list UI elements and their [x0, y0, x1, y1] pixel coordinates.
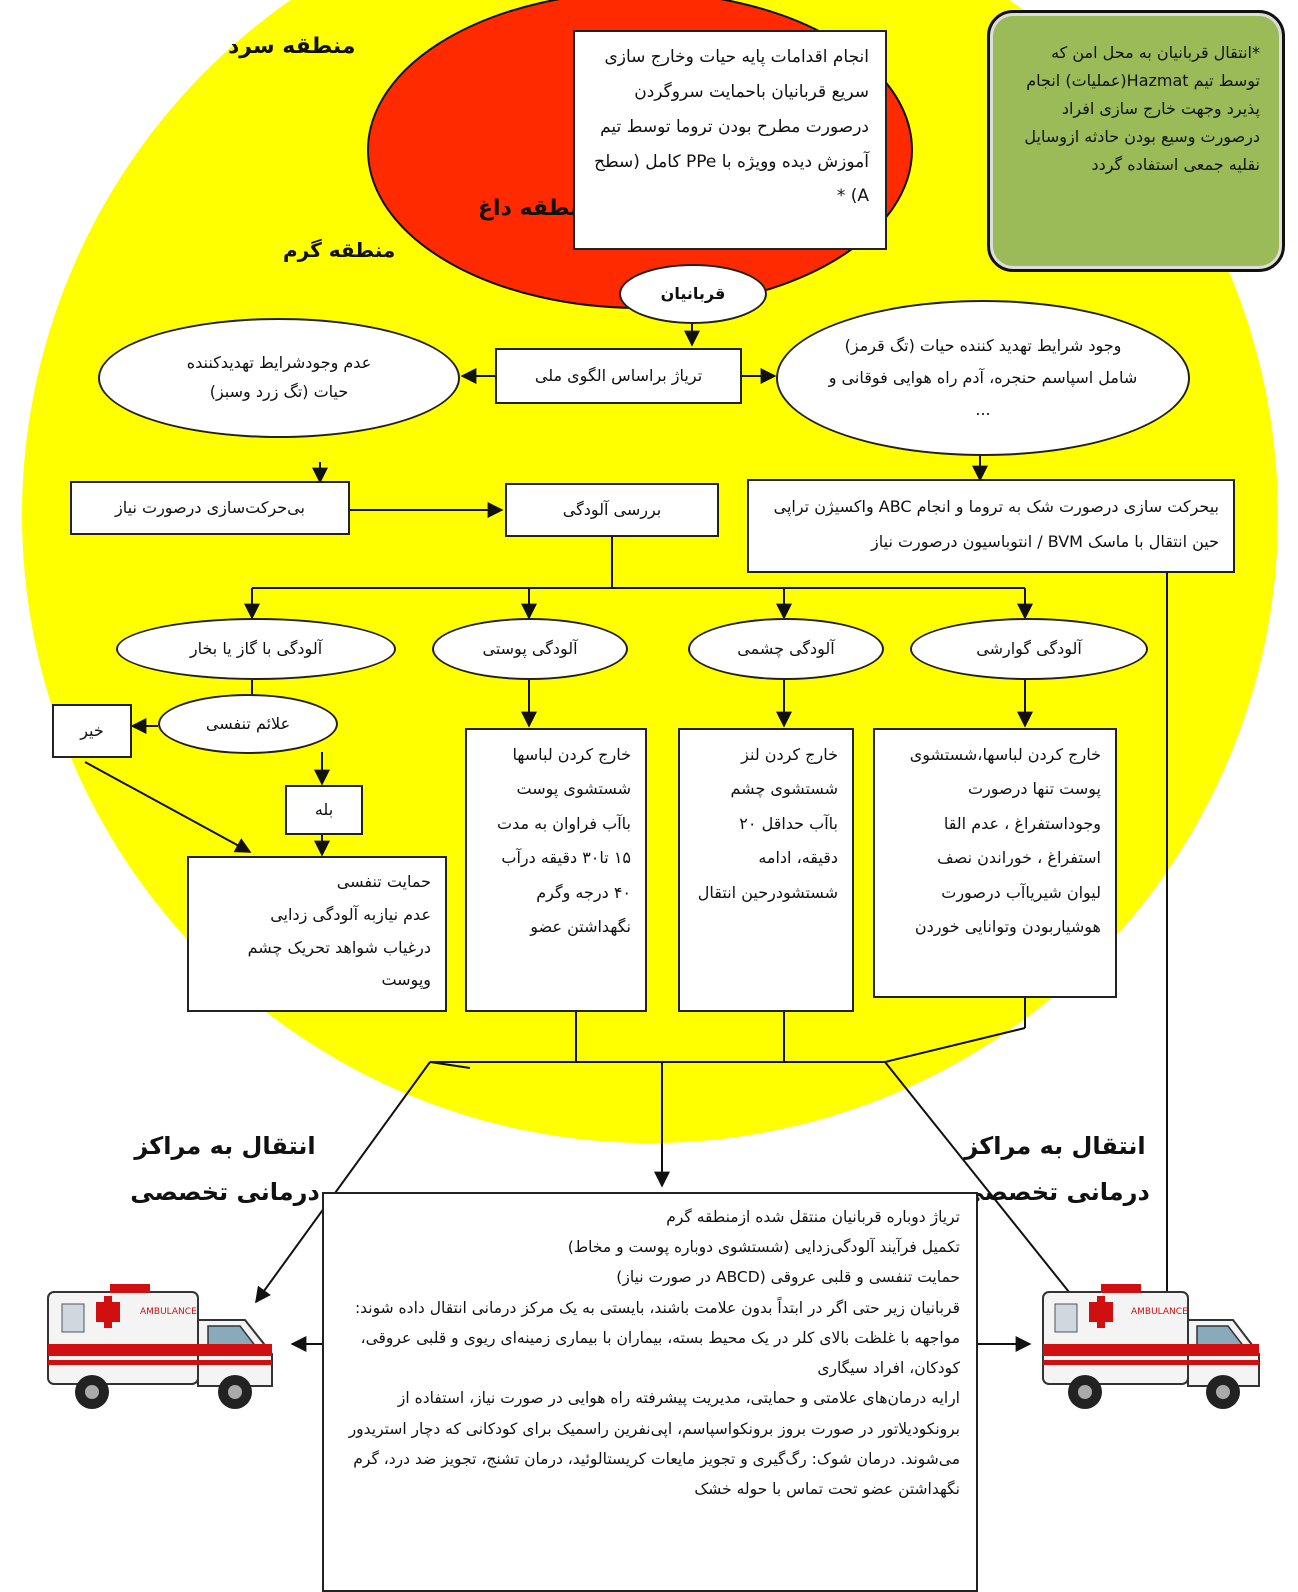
- cold-zone-line-1: تریاژ دوباره قربانیان منتقل شده ازمنطقه …: [666, 1208, 960, 1226]
- cold-zone-line-2: تکمیل فرآیند آلودگی‌زدایی (شستشوی دوباره…: [567, 1238, 960, 1257]
- hot-zone-action-box: انجام اقدامات پایه حیات وخارج سازی سریع …: [573, 30, 887, 250]
- ambulance-right-text: AMBULANCE: [1131, 1307, 1188, 1317]
- triage-box: تریاژ براساس الگوی ملی: [495, 348, 742, 404]
- warm-zone-label: منطقه گرم: [283, 238, 396, 262]
- victims-node: قربانیان: [619, 264, 767, 324]
- no-threat-node: عدم وجودشرایط تهدیدکننده حیات (تگ زرد وس…: [98, 318, 460, 438]
- gi-contamination-node: آلودگی گوارشی: [910, 618, 1148, 680]
- cold-zone-line-5: ارایه درمان‌های علامتی و حمایتی، مدیریت …: [348, 1389, 960, 1498]
- threat-node: وجود شرایط تهدید کننده حیات (تگ قرمز) شا…: [776, 300, 1190, 456]
- gas-contamination-node: آلودگی با گاز یا بخار: [116, 618, 396, 680]
- cold-zone-line-3: حمایت تنفسی و قلبی عروقی (ABCD در صورت ن…: [616, 1268, 960, 1287]
- transfer-left-label: انتقال به مراکز درمانی تخصصی: [130, 1132, 320, 1206]
- check-contamination-box: بررسی آلودگی: [505, 483, 719, 537]
- hazmat-note: *انتقال قربانیان به محل امن که توسط تیم …: [987, 10, 1285, 272]
- ambulance-left-text: AMBULANCE: [140, 1307, 197, 1317]
- skin-contamination-node: آلودگی پوستی: [432, 618, 628, 680]
- immobilize-box: بی‌حرکت‌سازی درصورت نیاز: [70, 481, 350, 535]
- cold-zone-box: تریاژ دوباره قربانیان منتقل شده ازمنطقه …: [322, 1192, 978, 1592]
- cold-zone-label: منطقه سرد: [228, 34, 356, 59]
- transfer-right-label: انتقال به مراکز درمانی تخصصی: [960, 1132, 1150, 1206]
- ambulance-right-icon: AMBULANCE: [1042, 1284, 1260, 1409]
- resp-signs-node: علائم تنفسی: [158, 694, 338, 754]
- yes-box: بله: [285, 785, 363, 835]
- no-box: خیر: [52, 704, 132, 758]
- eye-action-box: خارج کردن لنز شستشوی چشم باآب حداقل ۲۰ د…: [678, 728, 854, 1012]
- ambulance-left-icon: AMBULANCE: [47, 1284, 273, 1409]
- eye-contamination-node: آلودگی چشمی: [688, 618, 884, 680]
- red-tag-action-box: بیحرکت سازی درصورت شک به تروما و انجام A…: [747, 479, 1235, 573]
- gi-action-box: خارج کردن لباسها،شستشوی پوست تنها درصورت…: [873, 728, 1117, 998]
- skin-action-box: خارج کردن لباسها شستشوی پوست باآب فراوان…: [465, 728, 647, 1012]
- resp-support-box: حمایت تنفسی عدم نیازبه آلودگی زدایی درغی…: [187, 856, 447, 1012]
- cold-zone-line-4: قربانیان زیر حتی اگر در ابتداً بدون علام…: [354, 1298, 960, 1378]
